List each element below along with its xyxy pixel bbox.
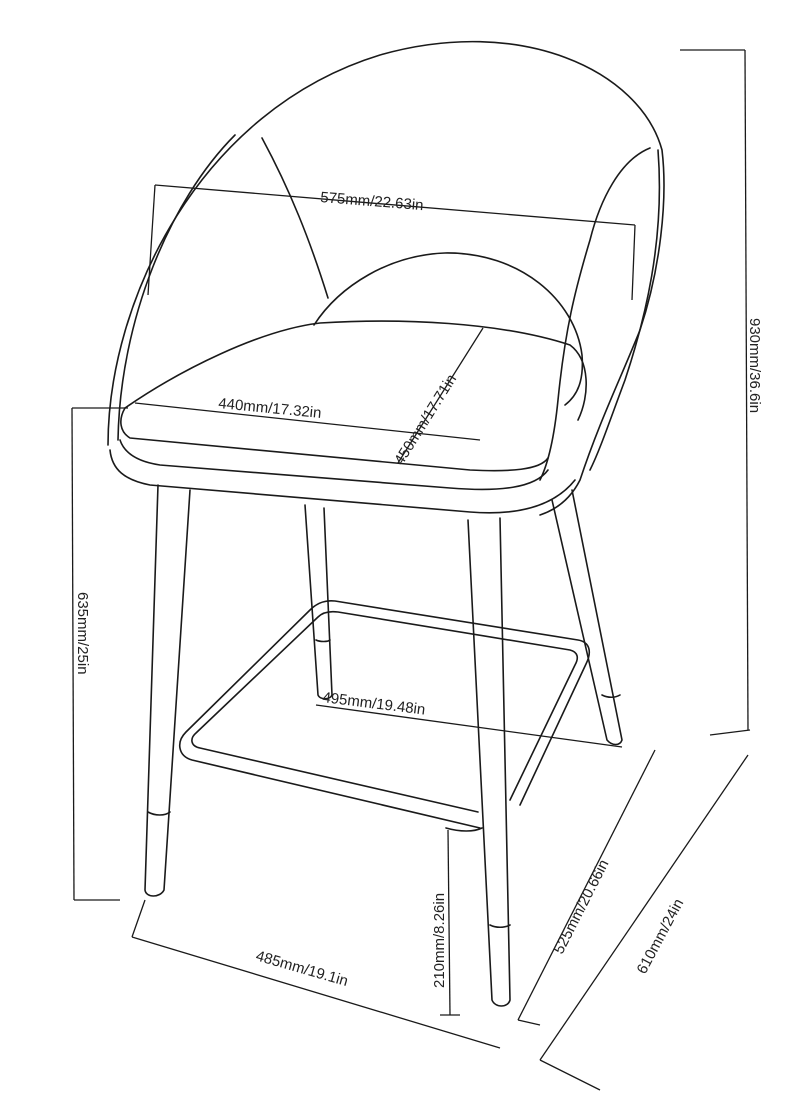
label-overall-depth: 610mm/24in <box>634 896 688 977</box>
label-seat-depth: 450mm/17.71in <box>391 371 460 468</box>
label-base-depth: 525mm/20.66in <box>550 857 612 957</box>
label-back-width: 575mm/22.63in <box>320 189 424 214</box>
chair-legs <box>144 484 623 1007</box>
chair-footrest <box>179 599 591 832</box>
label-base-width: 485mm/19.1in <box>254 948 350 991</box>
label-seat-height: 635mm/25in <box>74 592 91 675</box>
chair-seat <box>109 320 587 514</box>
label-footrest-width: 495mm/19.48in <box>322 689 427 718</box>
label-total-height: 930mm/36.6in <box>746 318 763 413</box>
dimension-lines <box>71 49 751 1091</box>
label-footrest-height: 210mm/8.26in <box>431 893 448 988</box>
chair-back-shell <box>107 40 665 516</box>
